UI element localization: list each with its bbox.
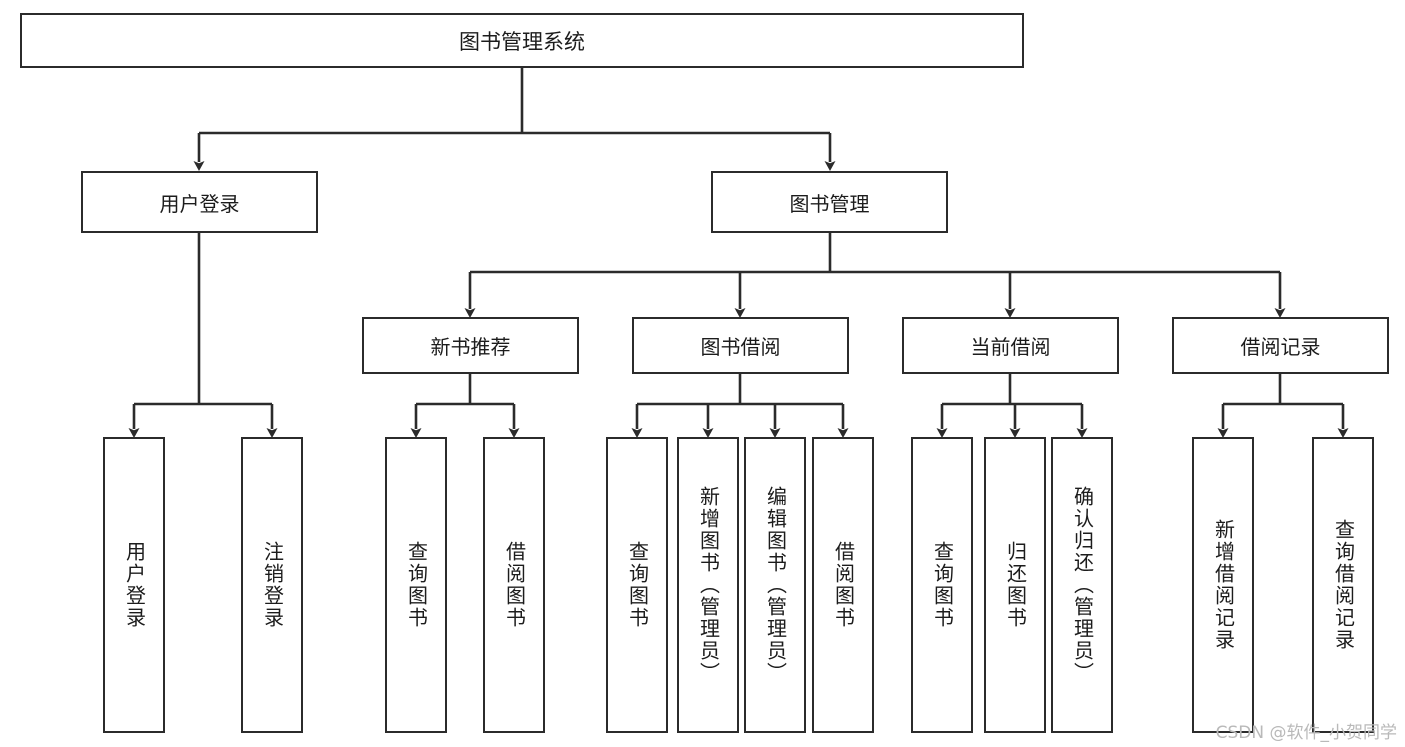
node-root-label: 图书管理系统	[459, 29, 585, 54]
node-book-manage-label: 图书管理	[789, 191, 870, 216]
leaf-confirm-return[interactable]: 确认归还（管理员）	[1051, 437, 1113, 733]
node-book-borrow-label: 图书借阅	[700, 335, 781, 359]
leaf-return-book[interactable]: 归还图书	[984, 437, 1046, 733]
leaf-query-book-new-recommend-label: 查询图书	[404, 541, 429, 629]
leaf-edit-book[interactable]: 编辑图书（管理员）	[744, 437, 806, 733]
leaf-user-login[interactable]: 用户登录	[103, 437, 165, 733]
leaf-add-book[interactable]: 新增图书（管理员）	[677, 437, 739, 733]
leaf-edit-book-label: 编辑图书（管理员）	[763, 486, 788, 684]
node-borrow-record[interactable]: 借阅记录	[1172, 317, 1389, 374]
node-current-borrow[interactable]: 当前借阅	[902, 317, 1119, 374]
leaf-add-borrow-record-label: 新增借阅记录	[1211, 519, 1236, 651]
leaf-borrow-book-label: 借阅图书	[831, 541, 856, 629]
node-user-login[interactable]: 用户登录	[81, 171, 318, 233]
leaf-user-login-label: 用户登录	[122, 541, 147, 629]
leaf-query-book-current[interactable]: 查询图书	[911, 437, 973, 733]
node-new-book-recommend-label: 新书推荐	[430, 335, 511, 359]
leaf-add-book-label: 新增图书（管理员）	[696, 486, 721, 684]
leaf-add-borrow-record[interactable]: 新增借阅记录	[1192, 437, 1254, 733]
leaf-logout-label: 注销登录	[260, 541, 285, 629]
leaf-borrow-book-new-recommend-label: 借阅图书	[502, 541, 527, 629]
leaf-query-borrow-record-label: 查询借阅记录	[1331, 519, 1356, 651]
leaf-query-borrow-record[interactable]: 查询借阅记录	[1312, 437, 1374, 733]
node-book-manage[interactable]: 图书管理	[711, 171, 948, 233]
leaf-borrow-book-new-recommend[interactable]: 借阅图书	[483, 437, 545, 733]
node-new-book-recommend[interactable]: 新书推荐	[362, 317, 579, 374]
leaf-return-book-label: 归还图书	[1003, 541, 1028, 629]
leaf-query-book-new-recommend[interactable]: 查询图书	[385, 437, 447, 733]
node-current-borrow-label: 当前借阅	[970, 335, 1051, 359]
watermark: CSDN @软件_小贺同学	[1215, 723, 1397, 743]
leaf-query-book-current-label: 查询图书	[930, 541, 955, 629]
leaf-confirm-return-label: 确认归还（管理员）	[1070, 486, 1095, 684]
node-book-borrow[interactable]: 图书借阅	[632, 317, 849, 374]
leaf-query-book-borrow[interactable]: 查询图书	[606, 437, 668, 733]
node-borrow-record-label: 借阅记录	[1240, 335, 1321, 359]
leaf-query-book-borrow-label: 查询图书	[625, 541, 650, 629]
leaf-borrow-book[interactable]: 借阅图书	[812, 437, 874, 733]
leaf-logout[interactable]: 注销登录	[241, 437, 303, 733]
node-user-login-label: 用户登录	[159, 191, 240, 216]
node-root[interactable]: 图书管理系统	[20, 13, 1024, 68]
